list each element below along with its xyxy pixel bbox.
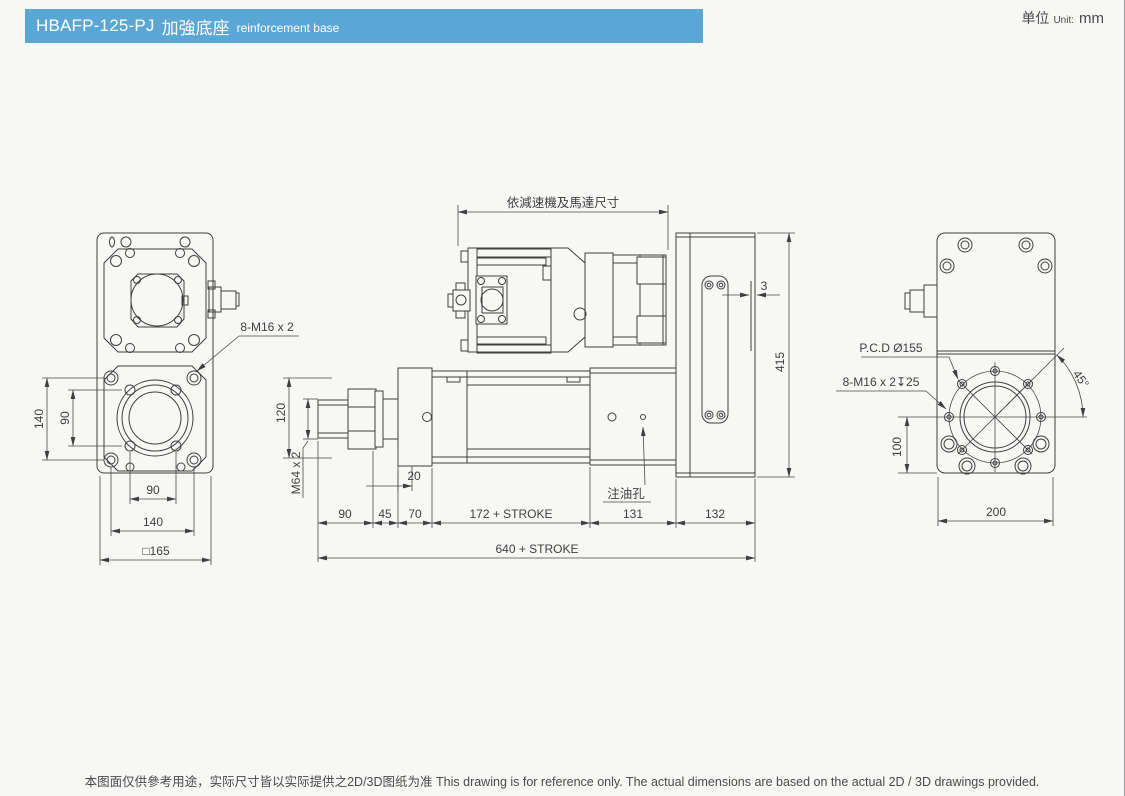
disclaimer: 本图面仅供參考用途，实际尺寸皆以实际提供之2D/3D图纸为准 This draw… xyxy=(0,771,1124,790)
dim-90-horizontal: 90 xyxy=(146,483,160,497)
dim-45: 45 xyxy=(378,507,392,521)
dim-20: 20 xyxy=(407,469,421,483)
label-oil-hole: 注油孔 xyxy=(607,486,645,501)
unit-label-en: Unit: xyxy=(1053,15,1074,26)
dim-172-stroke: 172 + STROKE xyxy=(469,507,552,521)
dim-3: 3 xyxy=(761,279,768,293)
product-name-en: reinforcement base xyxy=(236,21,340,35)
unit-value: mm xyxy=(1079,10,1104,27)
dim-90: 90 xyxy=(338,507,352,521)
side-view-dimensions: 依減速機及馬達尺寸 415 3 120 M64 x 2 xyxy=(274,195,795,562)
dim-motor-size: 依減速機及馬達尺寸 xyxy=(507,195,620,210)
rear-view-dimensions: 45° P.C.D Ø155 8-M16 x 2↧25 100 200 xyxy=(836,341,1092,526)
front-view xyxy=(96,232,240,474)
dim-140-horizontal: 140 xyxy=(143,515,163,529)
dim-165-square: □165 xyxy=(142,544,170,558)
label-m64: M64 x 2 xyxy=(289,451,303,494)
dim-45-degrees: 45° xyxy=(1070,368,1092,391)
callout-pcd: P.C.D Ø155 xyxy=(859,341,922,355)
disclaimer-en: This drawing is for reference only. The … xyxy=(436,775,1040,789)
dim-70: 70 xyxy=(408,507,422,521)
dim-120: 120 xyxy=(274,403,288,423)
side-view xyxy=(317,232,756,478)
dim-415: 415 xyxy=(773,352,787,372)
product-model: HBAFP-125-PJ xyxy=(36,16,155,35)
dim-640-stroke: 640 + STROKE xyxy=(495,542,578,556)
dim-100: 100 xyxy=(890,437,904,457)
front-view-dimensions: 140 90 90 140 □165 8-M16 x 2 xyxy=(32,320,299,565)
callout-8-m16: 8-M16 x 2 xyxy=(240,320,294,334)
dim-140-vertical: 140 xyxy=(32,409,46,429)
rear-view xyxy=(898,232,1087,475)
dim-132: 132 xyxy=(705,507,725,521)
unit-label-zh: 单位 xyxy=(1021,10,1050,26)
product-name-zh: 加強底座 xyxy=(161,18,230,38)
unit-indicator: 单位 Unit: mm xyxy=(1021,8,1104,28)
callout-8-m16-depth: 8-M16 x 2↧25 xyxy=(843,375,920,389)
product-header: HBAFP-125-PJ 加強底座 reinforcement base xyxy=(25,9,703,43)
disclaimer-zh: 本图面仅供參考用途，实际尺寸皆以实际提供之2D/3D图纸为准 xyxy=(84,775,433,789)
dim-131: 131 xyxy=(623,507,643,521)
dim-200: 200 xyxy=(986,505,1006,519)
dim-90-vertical: 90 xyxy=(58,411,72,425)
